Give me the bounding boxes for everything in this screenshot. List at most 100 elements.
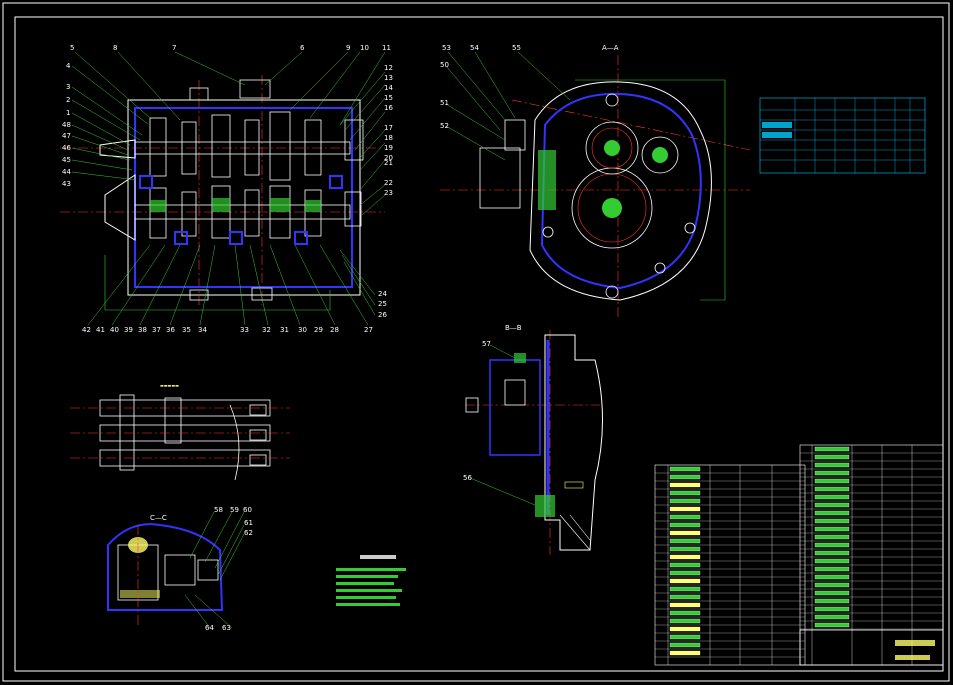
section-label-bb: B—B	[505, 324, 522, 332]
parts-row-text	[814, 590, 850, 596]
callout-26: 26	[378, 311, 387, 319]
parts-row-text	[814, 582, 850, 588]
callout-57: 57	[482, 340, 491, 348]
callout-48: 48	[62, 121, 71, 129]
parts-row-text	[814, 454, 850, 460]
parts-row-text	[814, 534, 850, 540]
callout-35: 35	[182, 326, 191, 334]
callout-32: 32	[262, 326, 271, 334]
callout-6: 6	[300, 44, 305, 52]
gear-parameter-table	[759, 97, 926, 174]
callout-22: 22	[384, 179, 393, 187]
parts-row-text	[814, 550, 850, 556]
callout-4: 4	[66, 62, 71, 70]
callout-50: 50	[440, 61, 449, 69]
parts-row-text	[814, 518, 850, 524]
parts-row-text	[669, 530, 701, 536]
parts-row-text	[669, 650, 701, 656]
callout-20: 20	[384, 154, 393, 162]
parts-row-text	[814, 622, 850, 628]
section-label-cc: C—C	[150, 514, 167, 522]
callout-1: 1	[66, 109, 70, 117]
parts-row-text	[669, 498, 701, 504]
parts-row-text	[669, 626, 701, 632]
callout-58: 58	[214, 506, 223, 514]
callout-14: 14	[384, 84, 393, 92]
parts-row-text	[669, 474, 701, 480]
callout-3: 3	[66, 83, 70, 91]
parts-row-text	[669, 594, 701, 600]
callout-55: 55	[512, 44, 521, 52]
callout-23: 23	[384, 189, 393, 197]
callout-30: 30	[298, 326, 307, 334]
parts-row-text	[814, 502, 850, 508]
callout-42: 42	[82, 326, 91, 334]
callout-47: 47	[62, 132, 71, 140]
callout-10: 10	[360, 44, 369, 52]
parts-row-text	[814, 606, 850, 612]
callout-13: 13	[384, 74, 393, 82]
callout-44: 44	[62, 168, 71, 176]
callout-17: 17	[384, 124, 393, 132]
parts-row-text	[814, 462, 850, 468]
callout-9: 9	[346, 44, 350, 52]
callout-29: 29	[314, 326, 323, 334]
callout-53: 53	[442, 44, 451, 52]
parts-row-text	[669, 602, 701, 608]
callout-27: 27	[364, 326, 373, 334]
callout-38: 38	[138, 326, 147, 334]
callout-36: 36	[166, 326, 175, 334]
callout-34: 34	[198, 326, 207, 334]
callout-15: 15	[384, 94, 393, 102]
parts-row-text	[669, 466, 701, 472]
callout-18: 18	[384, 134, 393, 142]
callout-59: 59	[230, 506, 239, 514]
parts-row-text	[669, 634, 701, 640]
parts-row-text	[669, 490, 701, 496]
parts-row-text	[669, 586, 701, 592]
parts-row-text	[669, 546, 701, 552]
parts-row-text	[669, 578, 701, 584]
parts-row-text	[669, 570, 701, 576]
technical-notes	[336, 555, 406, 606]
callout-2: 2	[66, 96, 70, 104]
callout-51: 51	[440, 99, 449, 107]
section-label-aa: A—A	[602, 44, 619, 52]
parts-row-text	[669, 554, 701, 560]
callout-60: 60	[243, 506, 252, 514]
main-gearbox-section: 5 8 7 6 9 10 11 4 3 2 1 48 47 46 45 44 4…	[60, 44, 393, 334]
parts-row-text	[814, 470, 850, 476]
parts-row-text	[814, 510, 850, 516]
callout-37: 37	[152, 326, 161, 334]
callout-54: 54	[470, 44, 479, 52]
callout-52: 52	[440, 122, 449, 130]
callout-39: 39	[124, 326, 133, 334]
parts-row-text	[814, 566, 850, 572]
parts-row-text	[814, 526, 850, 532]
callout-31: 31	[280, 326, 289, 334]
callout-25: 25	[378, 300, 387, 308]
callout-7: 7	[172, 44, 176, 52]
parts-row-text	[814, 446, 850, 452]
callout-24: 24	[378, 290, 387, 298]
parts-row-text	[814, 558, 850, 564]
shift-rail-detail: ▬▬▬▬▬	[70, 383, 290, 481]
parts-row-text	[669, 642, 701, 648]
callout-19: 19	[384, 144, 393, 152]
parts-row-text	[669, 610, 701, 616]
parts-row-text	[669, 482, 701, 488]
parts-row-text	[669, 618, 701, 624]
parts-row-text	[669, 562, 701, 568]
callout-5: 5	[70, 44, 74, 52]
parts-row-text	[669, 538, 701, 544]
callout-61: 61	[244, 519, 253, 527]
callout-63: 63	[222, 624, 231, 632]
parts-row-text	[814, 614, 850, 620]
parts-row-text	[669, 506, 701, 512]
parts-row-text	[669, 514, 701, 520]
parts-row-text	[814, 598, 850, 604]
inner-border	[14, 16, 944, 672]
parts-row-text	[814, 494, 850, 500]
